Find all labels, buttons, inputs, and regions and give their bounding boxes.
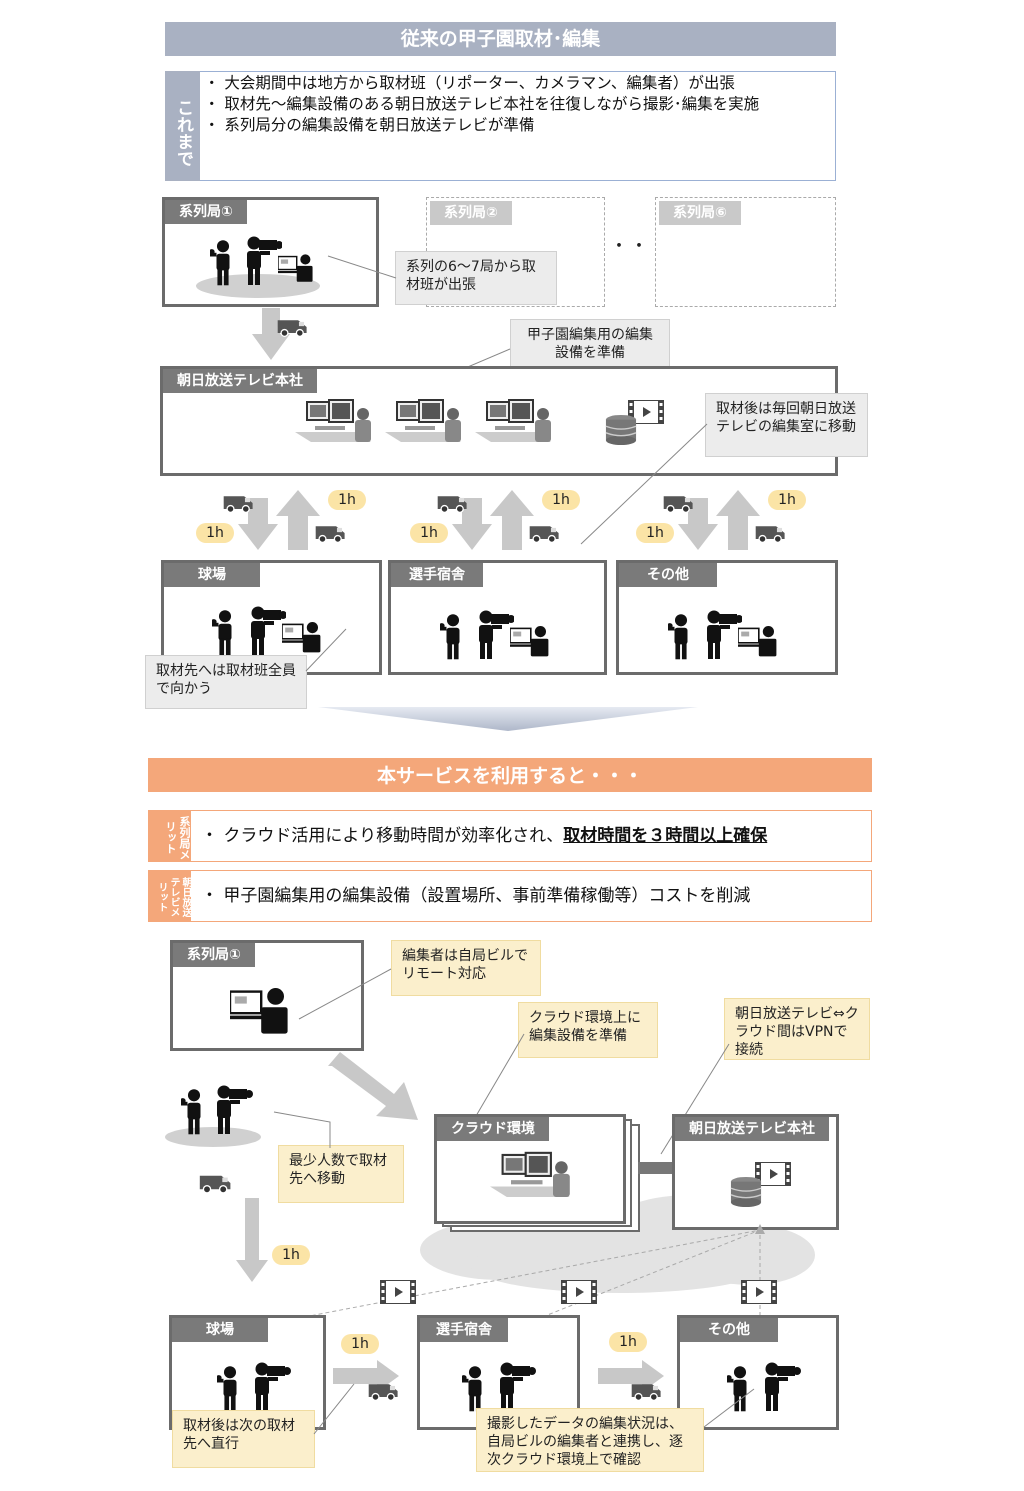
station1-tag: 系列局①	[165, 200, 247, 224]
loc-tag-bottom: 選手宿舎	[420, 1318, 508, 1342]
travel-time-pill: 1h	[328, 490, 366, 510]
right-arrow-icon	[333, 1360, 399, 1402]
loc-tag: 球場	[164, 563, 260, 587]
travel-time-pill: 1h	[542, 490, 580, 510]
crew-group-icon	[196, 236, 320, 298]
travel-arrow-pair-icon	[223, 490, 346, 550]
top-title: 従来の甲子園取材･編集	[165, 22, 836, 56]
travel-time-pill: 1h	[196, 523, 234, 543]
storage-icon	[730, 1162, 791, 1208]
station1-tag-bottom: 系列局①	[173, 943, 255, 967]
travel-arrow-pair-icon	[437, 490, 560, 550]
travel-time-pill: 1h	[272, 1245, 310, 1265]
callout-all: 取材先へは取材班全員で向かう	[145, 655, 307, 709]
travel-time-pill: 1h	[609, 1332, 647, 1352]
merit-text: ・ クラウド活用により移動時間が効率化され、取材時間を３時間以上確保	[201, 811, 767, 861]
loc-tag-bottom: 球場	[172, 1318, 268, 1342]
connector-line	[313, 1383, 355, 1435]
ellipsis: ・・・	[610, 236, 670, 257]
travel-arrow-pair-icon	[663, 490, 786, 550]
station6-tag: 系列局⑥	[659, 201, 741, 225]
edit-desk-icon	[295, 399, 372, 443]
connector-line	[703, 1388, 755, 1428]
merit-hq: 朝日放送テレビメリット ・ 甲子園編集用の編集設備（設置場所、事前準備稼働等）コ…	[148, 870, 872, 922]
travel-time-pill: 1h	[410, 523, 448, 543]
transition-arrow-icon	[318, 707, 698, 731]
callout-move: 取材後は毎回朝日放送テレビの編集室に移動	[705, 393, 868, 457]
station2-tag: 系列局②	[430, 201, 512, 225]
video-file-icon	[561, 1280, 597, 1304]
callout-remote: 編集者は自局ビルでリモート対応	[391, 940, 541, 996]
crew-icon	[668, 610, 778, 660]
travel-time-pill: 1h	[341, 1334, 379, 1354]
edit-desk-icon	[385, 399, 462, 443]
merit-text-plain: ・ クラウド活用により移動時間が効率化され、	[201, 826, 564, 846]
connector-line	[273, 1111, 331, 1148]
loc-tag: その他	[619, 563, 717, 587]
top-bullet: ・ 系列局分の編集設備を朝日放送テレビが準備	[204, 116, 535, 134]
merit-text: ・ 甲子園編集用の編集設備（設置場所、事前準備稼働等）コストを削減	[201, 886, 751, 906]
edit-desk-icon	[490, 1151, 571, 1199]
connector-line	[475, 1033, 525, 1117]
callout-shared: 撮影したデータの編集状況は、自局ビルの編集者と連携し、逐次クラウド環境上で確認	[476, 1408, 704, 1472]
callout-dispatch: 系列の6～7局から取材班が出張	[395, 251, 557, 305]
callout-vpn: 朝日放送テレビ⇔クラウド間はVPNで接続	[724, 998, 870, 1060]
van-icon	[199, 1175, 232, 1194]
diagonal-arrow-icon	[328, 1052, 418, 1120]
travel-time-pill: 1h	[768, 490, 806, 510]
crew-icon	[217, 1362, 291, 1412]
connector-line	[305, 628, 347, 672]
down-arrow-icon	[236, 1198, 268, 1282]
callout-min: 最少人数で取材先へ移動	[278, 1145, 404, 1203]
merit-tag: 朝日放送テレビメリット	[149, 871, 191, 921]
vpn-link	[638, 1162, 674, 1174]
edit-desk-icon	[475, 399, 552, 443]
cloud-tag: クラウド環境	[437, 1117, 549, 1141]
loc-tag-bottom: その他	[680, 1318, 778, 1342]
video-file-icon	[741, 1280, 777, 1304]
connector-line	[327, 255, 397, 279]
travel-time-pill: 1h	[636, 523, 674, 543]
merit-text-bold: 取材時間を３時間以上確保	[563, 826, 768, 846]
crew-icon	[440, 610, 550, 660]
top-bullet: ・ 大会期間中は地方から取材班（リポーター、カメラマン、編集者）が出張	[204, 74, 735, 92]
down-arrow-icon	[252, 308, 308, 360]
crew-small-icon	[165, 1085, 261, 1147]
hq-tag-bottom: 朝日放送テレビ本社	[675, 1117, 829, 1141]
loc-tag: 選手宿舎	[391, 563, 483, 587]
top-bullet: ・ 取材先～編集設備のある朝日放送テレビ本社を往復しながら撮影･編集を実施	[204, 95, 760, 113]
editor-icon	[230, 986, 289, 1035]
connector-line	[298, 968, 392, 1020]
video-file-icon	[380, 1280, 416, 1304]
top-side-label: これまで	[165, 71, 200, 181]
connector-line	[580, 423, 708, 545]
merit-affiliate: 系列局メリット ・ クラウド活用により移動時間が効率化され、取材時間を３時間以上…	[148, 810, 872, 862]
hq-tag: 朝日放送テレビ本社	[163, 369, 317, 393]
top-bullets: ・ 大会期間中は地方から取材班（リポーター、カメラマン、編集者）が出張 ・ 取材…	[204, 73, 834, 136]
callout-next: 取材後は次の取材先へ直行	[172, 1410, 315, 1468]
callout-cloud: クラウド環境上に編集設備を準備	[518, 1002, 658, 1058]
callout-equipment: 甲子園編集用の編集設備を準備	[510, 319, 670, 375]
bottom-title: 本サービスを利用すると・・・	[148, 758, 872, 792]
merit-tag: 系列局メリット	[149, 811, 191, 861]
right-arrow-icon	[598, 1360, 664, 1402]
